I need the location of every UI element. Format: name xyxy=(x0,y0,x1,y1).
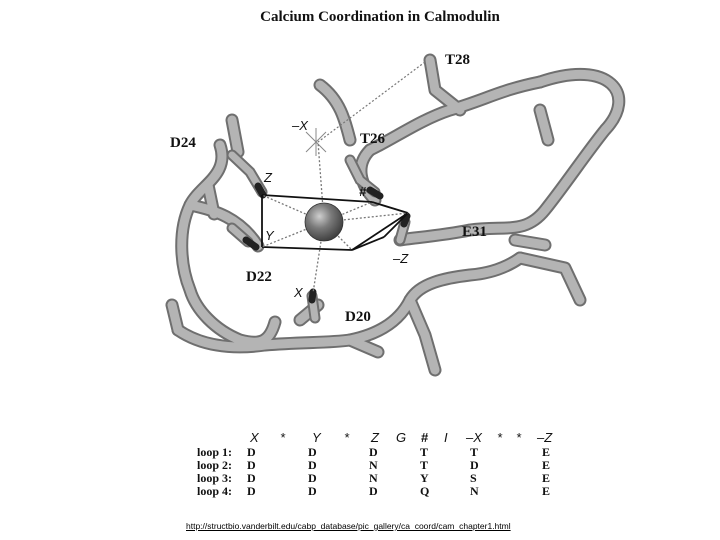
protein-backbone xyxy=(165,53,626,377)
ligand-label-neg-z: –Z xyxy=(392,251,409,266)
ligand-label-z: Z xyxy=(263,170,273,185)
cell: D xyxy=(308,484,317,498)
cell: E xyxy=(542,445,550,459)
ligand-label-x: X xyxy=(293,285,304,300)
table-row: loop 4: D D D Q N E xyxy=(197,484,550,498)
cell: N xyxy=(369,471,378,485)
cell: Q xyxy=(420,484,429,498)
ligand-label-y: Y xyxy=(265,228,275,243)
cell: D xyxy=(247,445,256,459)
ligand-label-hash: # xyxy=(359,184,367,199)
table-row: loop 3: D D N Y S E xyxy=(197,471,550,485)
coordination-polyhedron xyxy=(261,194,409,251)
table-header-row: X * Y * Z G # I –X * * –Z xyxy=(249,430,553,445)
table-header: * xyxy=(516,430,522,445)
table-header: Y xyxy=(312,430,322,445)
cell: D xyxy=(308,471,317,485)
table-header: –Z xyxy=(536,430,553,445)
row-label: loop 1: xyxy=(197,445,232,459)
label-d24: D24 xyxy=(170,135,196,151)
table-header: * xyxy=(344,430,350,445)
table-header: # xyxy=(421,430,429,445)
label-e31: E31 xyxy=(462,224,487,240)
label-t28: T28 xyxy=(445,52,470,68)
cell: D xyxy=(247,484,256,498)
table-header: Z xyxy=(370,430,380,445)
cell: D xyxy=(247,471,256,485)
cell: T xyxy=(420,458,428,472)
loop-sequence-table: X * Y * Z G # I –X * * –Z loop 1: D D D … xyxy=(197,430,553,498)
table-header: * xyxy=(280,430,286,445)
cell: D xyxy=(470,458,479,472)
source-link[interactable]: http://structbio.vanderbilt.edu/cabp_dat… xyxy=(186,521,511,531)
cell: N xyxy=(369,458,378,472)
cell: E xyxy=(542,458,550,472)
figure-title: Calcium Coordination in Calmodulin xyxy=(260,9,500,25)
cell: E xyxy=(542,471,550,485)
calcium-ion xyxy=(304,202,344,242)
cell: D xyxy=(369,484,378,498)
water-marker xyxy=(305,128,327,156)
table-header: I xyxy=(444,430,448,445)
label-t26: T26 xyxy=(360,131,386,147)
row-label: loop 4: xyxy=(197,484,232,498)
cell: D xyxy=(369,445,378,459)
row-label: loop 2: xyxy=(197,458,232,472)
cell: D xyxy=(247,458,256,472)
table-header: * xyxy=(497,430,503,445)
cell: T xyxy=(470,445,478,459)
cell: D xyxy=(308,458,317,472)
cell: N xyxy=(470,484,479,498)
table-header: X xyxy=(249,430,260,445)
table-header: –X xyxy=(465,430,483,445)
row-label: loop 3: xyxy=(197,471,232,485)
table-header: G xyxy=(396,430,406,445)
cell: S xyxy=(470,471,477,485)
cell: D xyxy=(308,445,317,459)
ligand-label-neg-x: –X xyxy=(291,118,309,133)
label-d22: D22 xyxy=(246,269,272,285)
cell: T xyxy=(420,445,428,459)
label-d20: D20 xyxy=(345,309,371,325)
coordinating-sidechains xyxy=(226,149,411,324)
cell: Y xyxy=(420,471,429,485)
table-row: loop 2: D D N T D E xyxy=(197,458,550,472)
cell: E xyxy=(542,484,550,498)
table-row: loop 1: D D D T T E xyxy=(197,445,550,459)
